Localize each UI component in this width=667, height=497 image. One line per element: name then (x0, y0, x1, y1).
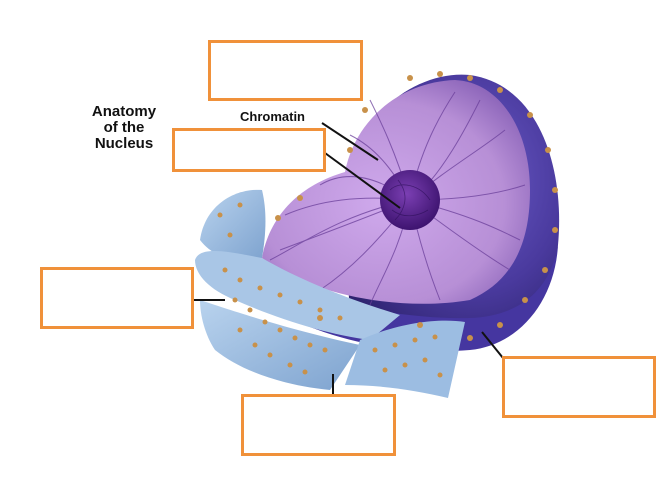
title-line-2: of the (60, 120, 188, 136)
answer-box-3[interactable] (40, 267, 194, 329)
answer-box-2[interactable] (172, 128, 326, 172)
chromatin-label: Chromatin (240, 109, 305, 124)
answer-box-1[interactable] (208, 40, 363, 101)
answer-box-5[interactable] (502, 356, 656, 418)
title-line-3: Nucleus (60, 136, 188, 152)
diagram-title: Anatomy of the Nucleus (60, 104, 188, 152)
answer-box-4[interactable] (241, 394, 396, 456)
title-line-1: Anatomy (60, 104, 188, 120)
envelope-sheet-left (200, 190, 265, 260)
